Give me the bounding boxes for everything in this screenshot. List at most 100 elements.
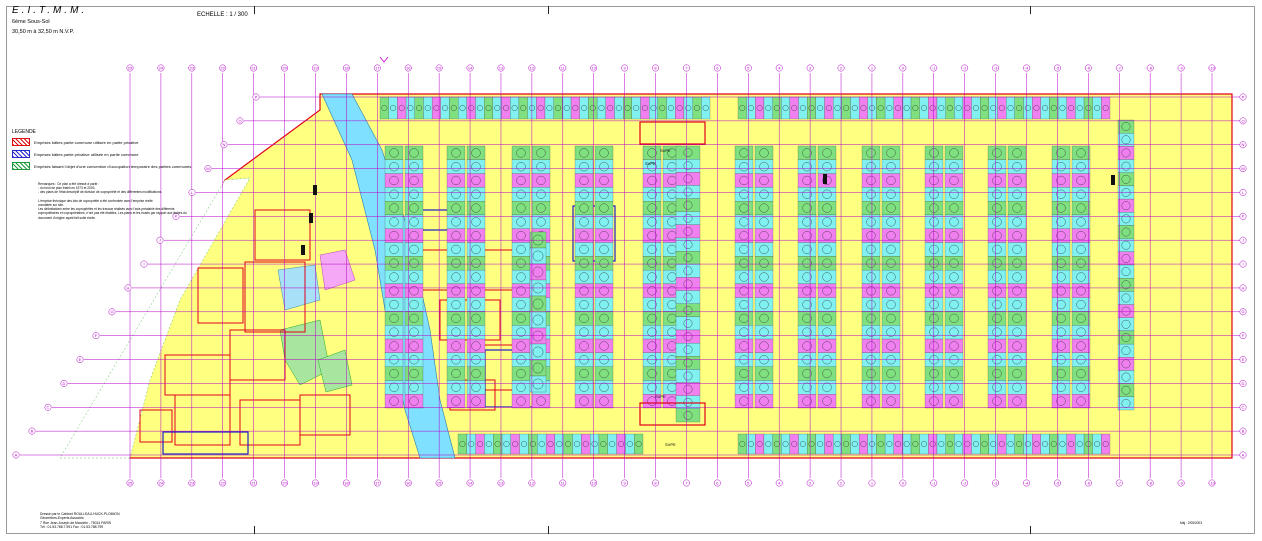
column-marker	[313, 185, 317, 195]
stall-marker	[765, 105, 772, 111]
parking-stall	[987, 380, 1007, 395]
parking-stall	[734, 338, 754, 353]
parking-stall	[1007, 228, 1027, 243]
parking-stall	[519, 433, 529, 455]
parking-stall	[987, 325, 1007, 340]
stall-marker	[471, 175, 481, 186]
parking-stall	[861, 394, 881, 409]
grid-bubble	[590, 64, 598, 72]
stall-marker	[949, 313, 959, 323]
stall-marker	[579, 244, 589, 255]
stall-marker	[949, 148, 959, 158]
stall-marker	[886, 189, 896, 199]
column-label: 0	[902, 481, 905, 486]
grid-bubble	[219, 479, 227, 487]
parking-stall	[529, 311, 547, 329]
parking-stall	[1051, 214, 1071, 229]
stall-marker	[1056, 368, 1066, 379]
parking-stall	[574, 311, 594, 326]
parking-stall	[466, 325, 486, 340]
parking-stall	[404, 228, 424, 243]
stall-marker	[992, 341, 1002, 351]
parking-stall	[1051, 311, 1071, 326]
stall-marker	[600, 441, 607, 447]
parking-stall	[1023, 433, 1033, 455]
parking-stall	[1117, 212, 1135, 226]
column-label: 16	[406, 66, 411, 71]
parking-strip	[881, 145, 901, 409]
parking-strip	[384, 145, 404, 409]
parking-stall	[384, 214, 404, 229]
parking-stall	[1117, 383, 1135, 397]
parking-stall	[861, 338, 881, 353]
column-label: 9	[624, 481, 627, 486]
parking-stall	[384, 201, 404, 216]
parking-stall	[797, 228, 817, 243]
stall-marker	[471, 327, 481, 337]
stall-marker	[633, 105, 640, 111]
parking-stall	[675, 145, 701, 160]
stall-marker	[442, 105, 449, 111]
parking-stall	[594, 159, 614, 174]
stall-marker	[381, 105, 388, 111]
parking-stall	[642, 311, 662, 326]
parking-stall	[594, 325, 614, 340]
parking-stall	[817, 242, 837, 257]
north-arrow-icon	[379, 56, 389, 63]
parking-stall	[511, 366, 531, 381]
parking-stall	[484, 96, 494, 120]
stall-marker	[822, 272, 832, 282]
parking-stall	[466, 366, 486, 381]
stall-marker	[822, 148, 832, 158]
grid-bubble	[1239, 93, 1247, 101]
stall-marker	[683, 161, 693, 171]
parking-stall	[404, 269, 424, 285]
stall-marker	[808, 441, 815, 447]
stall-marker	[647, 299, 657, 310]
grid-bubble	[961, 64, 969, 72]
grid-bubble	[837, 479, 845, 487]
stall-marker	[667, 105, 674, 111]
stall-marker	[1076, 382, 1086, 392]
row-label: J	[1242, 238, 1244, 243]
stall-marker	[921, 441, 927, 447]
grid-bubble	[250, 64, 258, 72]
parking-stall	[797, 173, 817, 188]
parking-stall	[1023, 96, 1033, 120]
parking-stall	[431, 96, 441, 120]
parking-stall	[1032, 433, 1041, 455]
stall-marker	[860, 441, 867, 447]
parking-stall	[1051, 173, 1071, 188]
parking-stall	[594, 145, 614, 160]
parking-stall	[893, 96, 903, 120]
parking-stall	[1051, 187, 1071, 202]
parking-stall	[446, 338, 466, 353]
parking-stall	[1049, 433, 1059, 455]
stall-marker	[647, 313, 657, 323]
column-label: 4	[778, 481, 781, 486]
parking-stall	[475, 96, 485, 120]
stall-marker	[581, 105, 588, 111]
parking-stall	[511, 173, 531, 188]
parking-stall	[446, 145, 466, 160]
grid-bubble	[108, 308, 116, 316]
parking-stall	[881, 201, 901, 216]
parking-stall	[987, 394, 1007, 409]
remark-line: L'emprise théorique des lots de copropri…	[38, 198, 153, 203]
stall-marker	[955, 441, 962, 447]
stall-marker	[938, 441, 945, 447]
column-label: -3	[994, 481, 998, 486]
stall-marker	[1024, 105, 1031, 111]
column-label: 19	[313, 66, 318, 71]
stall-marker	[1050, 105, 1057, 111]
stall-marker	[866, 327, 876, 337]
stall-marker	[451, 148, 461, 158]
column-label: -5	[1056, 481, 1060, 486]
parking-stall	[594, 380, 614, 395]
column-label: 12	[530, 481, 535, 486]
stall-marker	[647, 189, 657, 199]
parking-stall	[971, 433, 981, 455]
legend-swatch-blue	[12, 150, 30, 159]
parking-stall	[987, 145, 1007, 160]
stall-marker	[617, 441, 624, 447]
